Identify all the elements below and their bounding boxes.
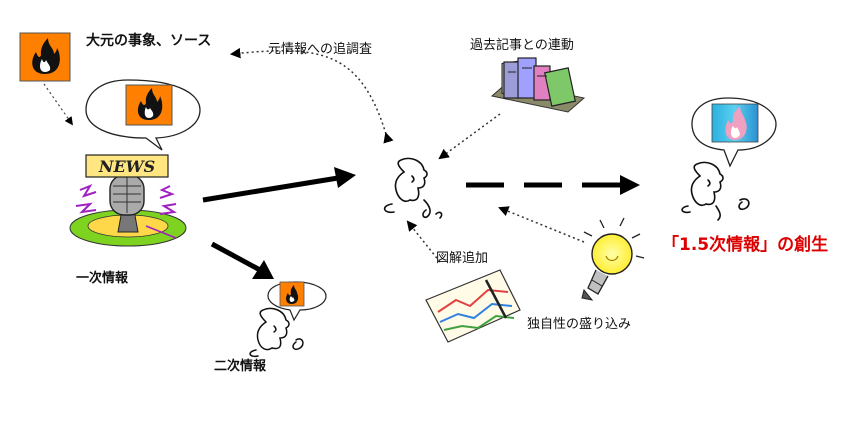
fire-icon — [125, 84, 173, 126]
person-sketch-icon — [681, 161, 750, 221]
primary-to-writer-arrow — [202, 167, 356, 203]
books-to-writer-arrow — [438, 113, 501, 160]
news-microphone-icon: NEWS — [69, 154, 187, 247]
figure-to-writer-arrow — [406, 220, 441, 263]
chart-paper-icon — [425, 269, 521, 343]
label-creation: 「1.5次情報」の創生 — [662, 235, 829, 255]
light-bulb-icon — [581, 217, 645, 301]
person-sketch-icon — [249, 307, 304, 358]
source-to-news-arrow — [43, 83, 73, 126]
fire-icon — [19, 32, 71, 82]
label-original-source: 大元の事象、ソース — [86, 33, 212, 49]
svg-text:NEWS: NEWS — [98, 157, 155, 176]
label-past-articles: 過去記事との連動 — [470, 38, 574, 53]
label-originality: 独自性の盛り込み — [527, 317, 632, 332]
label-primary-info: 一次情報 — [76, 271, 129, 286]
gradient-flame-icon — [711, 103, 759, 143]
books-icon — [490, 57, 586, 113]
label-re-investigation: 元情報への追調査 — [268, 42, 373, 57]
label-secondary-info: 二次情報 — [214, 359, 267, 374]
originality-to-writer-arrow — [498, 206, 585, 243]
primary-to-secondary-arrow — [210, 241, 274, 279]
label-add-diagram: 図解追加 — [436, 251, 489, 266]
fire-icon — [279, 281, 305, 307]
re-investigation-arrow — [229, 47, 394, 144]
person-sketch-icon — [383, 157, 443, 219]
writer-to-creation-dashed-arrow — [466, 175, 640, 195]
